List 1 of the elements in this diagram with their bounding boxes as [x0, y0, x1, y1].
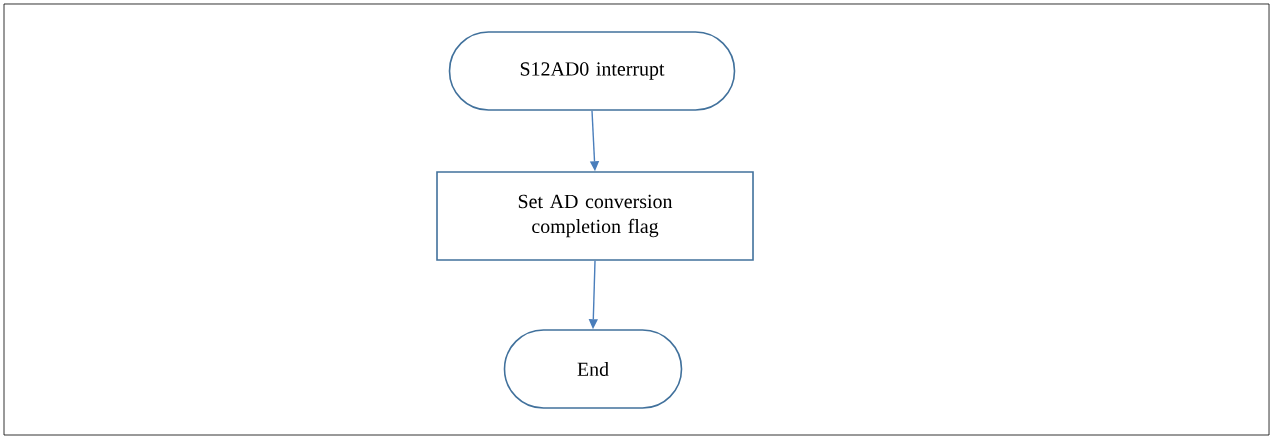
- process-box: Set AD conversion completion flag: [436, 171, 754, 261]
